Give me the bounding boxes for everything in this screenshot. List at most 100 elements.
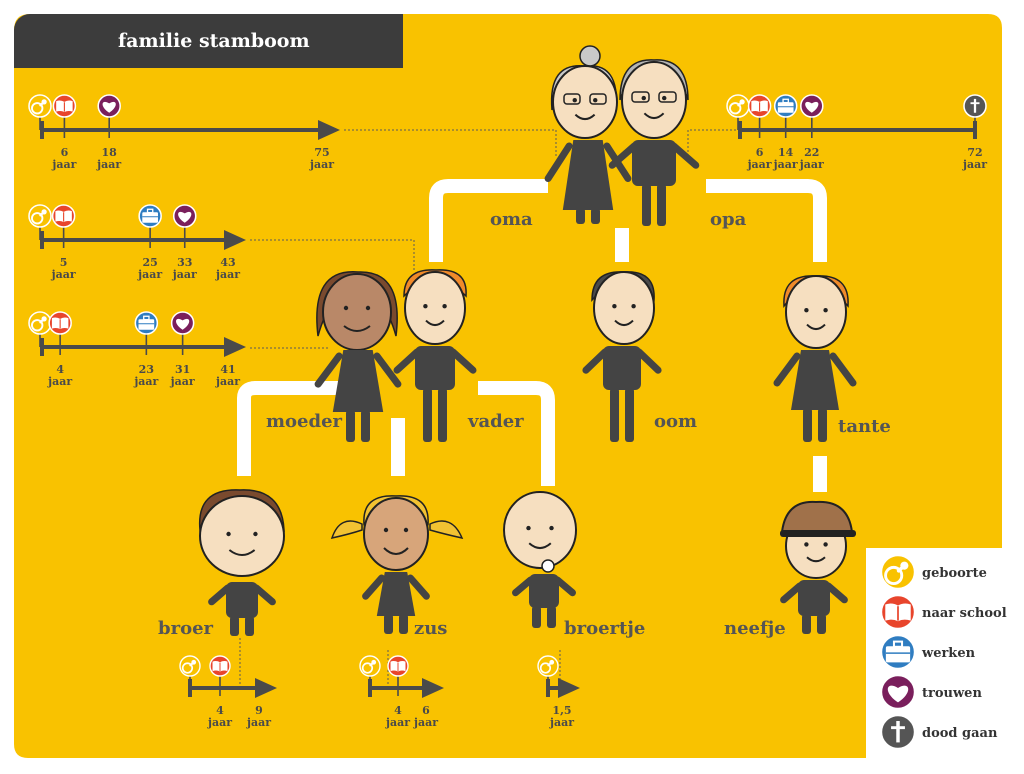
svg-text:jaar: jaar (309, 158, 334, 171)
briefcase-icon (773, 94, 798, 118)
figure-oma (544, 45, 632, 224)
pacifier-icon (28, 311, 52, 335)
svg-text:1,5: 1,5 (552, 704, 571, 717)
legend-item-marry: trouwen (879, 673, 982, 711)
svg-text:jaar: jaar (137, 268, 162, 281)
person-label-neefje: neefje (724, 618, 786, 639)
briefcase-icon (134, 311, 159, 335)
page-title: familie stamboom (118, 30, 310, 52)
svg-text:jaar: jaar (413, 716, 438, 729)
svg-text:jaar: jaar (385, 716, 410, 729)
heart-icon (172, 204, 197, 228)
svg-text:31: 31 (175, 363, 190, 376)
person-label-oma: oma (490, 209, 533, 230)
pacifier-icon (28, 204, 52, 228)
pacifier-icon (537, 655, 559, 677)
people-figures (198, 45, 857, 636)
svg-text:jaar: jaar (246, 716, 271, 729)
heart-icon (879, 673, 917, 711)
figure-oom (582, 271, 662, 442)
briefcase-icon (138, 204, 162, 228)
timelines: 6jaar18jaar75jaar6jaar14jaar22jaar72jaar… (28, 94, 987, 729)
svg-text:jaar: jaar (549, 716, 574, 729)
title-bar: familie stamboom (14, 14, 403, 68)
svg-text:41: 41 (220, 363, 235, 376)
timeline-arrow (558, 678, 580, 698)
svg-text:jaar: jaar (799, 158, 824, 171)
timeline-arrow (224, 230, 246, 250)
timeline-arrow (255, 678, 277, 698)
heart-icon (97, 94, 121, 118)
svg-text:jaar: jaar (96, 158, 121, 171)
book-icon (879, 593, 917, 631)
svg-text:14: 14 (778, 146, 794, 159)
person-label-tante: tante (838, 416, 891, 437)
tree-connectors (237, 179, 827, 492)
svg-text:18: 18 (102, 146, 118, 159)
svg-text:33: 33 (177, 256, 192, 269)
figure-vader (393, 269, 477, 442)
legend-item-death: dood gaan (879, 713, 998, 751)
legend-label: naar school (922, 606, 1007, 621)
figure-moeder (314, 271, 402, 442)
figure-broer (198, 489, 285, 636)
legend-label: trouwen (922, 686, 982, 701)
figure-zus (330, 495, 464, 634)
svg-text:6: 6 (756, 146, 764, 159)
book-icon (387, 655, 409, 677)
book-icon (747, 94, 772, 118)
legend-label: werken (921, 646, 976, 661)
legend: geboorte naar school werken trouwen dood gaa… (879, 553, 1007, 751)
person-label-oom: oom (654, 411, 697, 432)
svg-text:jaar: jaar (215, 268, 240, 281)
svg-text:25: 25 (142, 256, 157, 269)
book-icon (48, 311, 72, 335)
figure-tante (773, 275, 857, 442)
svg-text:5: 5 (60, 256, 68, 269)
svg-text:6: 6 (422, 704, 430, 717)
timeline-arrow (422, 678, 444, 698)
svg-text:4: 4 (216, 704, 224, 717)
svg-text:9: 9 (255, 704, 263, 717)
svg-text:jaar: jaar (47, 375, 72, 388)
person-label-moeder: moeder (266, 411, 343, 432)
legend-label: dood gaan (922, 726, 998, 741)
svg-text:23: 23 (139, 363, 154, 376)
person-label-opa: opa (710, 209, 747, 230)
cross-icon (879, 713, 917, 751)
svg-text:6: 6 (61, 146, 69, 159)
figure-neefje (780, 500, 856, 634)
svg-text:jaar: jaar (170, 375, 195, 388)
svg-text:jaar: jaar (215, 375, 240, 388)
pacifier-icon (179, 655, 201, 677)
svg-text:jaar: jaar (51, 268, 76, 281)
heart-icon (170, 311, 195, 335)
person-label-vader: vader (467, 411, 524, 432)
legend-item-school: naar school (879, 593, 1007, 631)
legend-label: geboorte (922, 566, 987, 581)
pacifier-icon (28, 94, 52, 118)
